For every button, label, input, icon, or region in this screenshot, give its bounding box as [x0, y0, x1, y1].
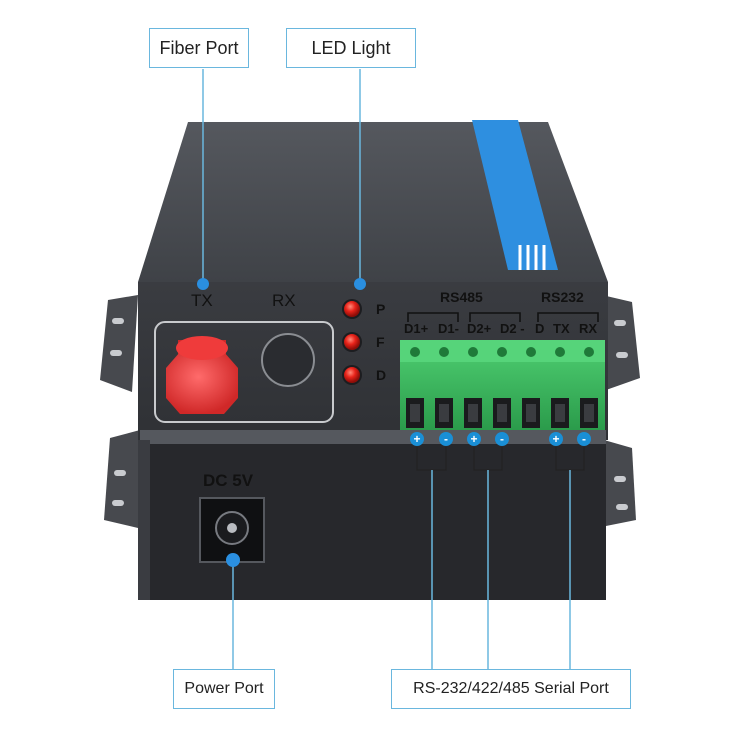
- led-label-f: F: [376, 334, 385, 350]
- terminal-block: [400, 340, 605, 432]
- terminal-label-d: D: [535, 321, 545, 336]
- terminal-label-d1m: D1-: [438, 321, 459, 336]
- terminal-label-rx: RX: [579, 321, 598, 336]
- rs485-title: RS485: [440, 289, 483, 305]
- leader-lines: [202, 69, 571, 669]
- tx-fiber-cap: [166, 336, 238, 414]
- rx-label: RX: [272, 291, 296, 310]
- polarity-plus-3: +: [549, 432, 563, 446]
- polarity-plus-2: +: [467, 432, 481, 446]
- callout-serial-port: RS-232/422/485 Serial Port: [391, 669, 631, 709]
- terminal-label-tx: TX: [553, 321, 570, 336]
- dc-5v-label: DC 5V: [203, 471, 254, 490]
- lower-unit-top: [140, 430, 606, 444]
- tx-label: TX: [191, 291, 213, 310]
- polarity-minus-2: -: [495, 432, 509, 446]
- stripe-ticks: [518, 245, 546, 270]
- terminal-label-d1p: D1+: [404, 321, 429, 336]
- led-label-p: P: [376, 301, 386, 317]
- terminal-label-d2p: D2+: [467, 321, 492, 336]
- callout-fiber-port: Fiber Port: [149, 28, 249, 68]
- led-f: [342, 332, 362, 352]
- callout-led-light: LED Light: [286, 28, 416, 68]
- rs485-brackets: [407, 312, 599, 322]
- dc-power-jack: [199, 497, 265, 563]
- polarity-minus-3: -: [577, 432, 591, 446]
- led-label-d: D: [376, 367, 387, 383]
- callout-power-port: Power Port: [173, 669, 275, 709]
- rx-port: [261, 333, 315, 387]
- mounting-bracket-left: [100, 295, 140, 528]
- fiber-port-panel: [154, 321, 334, 423]
- leader-dots: [197, 278, 366, 567]
- led-d: [342, 365, 362, 385]
- blue-label-stripe: [472, 120, 558, 270]
- polarity-plus-1: +: [410, 432, 424, 446]
- mounting-bracket-right: [602, 295, 640, 526]
- rs232-title: RS232: [541, 289, 584, 305]
- terminal-label-d2m: D2 -: [500, 321, 525, 336]
- led-p: [342, 299, 362, 319]
- polarity-minus-1: -: [439, 432, 453, 446]
